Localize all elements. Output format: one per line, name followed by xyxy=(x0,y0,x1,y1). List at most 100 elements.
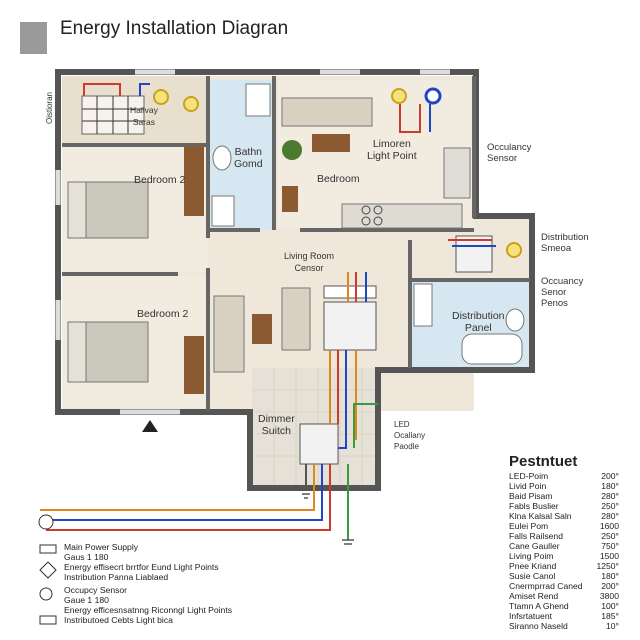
room-label-bedroom-right: Bedroom xyxy=(317,173,360,185)
parts-list-item-value: 200° xyxy=(601,581,619,591)
callout-led-occupancy: LED Ocallany Paodle xyxy=(394,420,426,451)
toilet-right-icon xyxy=(505,308,525,332)
distribution-icon xyxy=(39,615,57,625)
legend-instribution-1: Instribution Panna Liablaed xyxy=(64,572,169,582)
sofa-right xyxy=(281,287,311,351)
legend-main-power: Main Power Supply xyxy=(64,542,139,552)
parts-list-item-name: Pnee Kriand xyxy=(509,561,557,571)
parts-list-item-name: Living Poim xyxy=(509,551,554,561)
parts-list-item-value: 180° xyxy=(601,481,619,491)
parts-list-item-name: Cnermprrad Caned xyxy=(509,581,583,591)
inner-walls xyxy=(62,76,530,410)
parts-list-row: Siranno Naseld 10° xyxy=(509,621,619,631)
living-table xyxy=(252,314,272,344)
room-label-left-vertical: Oistioran xyxy=(45,92,54,125)
logo-square xyxy=(20,22,47,54)
fridge-icon xyxy=(443,147,471,199)
callout-distribution-sensor: Distribution Smeoa xyxy=(541,232,589,254)
parts-list-item-value: 280° xyxy=(601,491,619,501)
parts-list-row: Amiset Rend 3800 xyxy=(509,591,619,601)
parts-list-item-name: Falls Railsend xyxy=(509,531,563,541)
coffee-table xyxy=(312,134,350,152)
parts-list-item-name: Susie Canol xyxy=(509,571,556,581)
stove-burners xyxy=(361,205,383,226)
legend-occupancy: Occupcy Sensor xyxy=(64,585,128,595)
callout-occupancy-sensor-2: Occuancy Senor Penos xyxy=(541,276,584,309)
central-panel-top xyxy=(323,285,377,299)
parts-list-item-value: 1250° xyxy=(596,561,619,571)
sofa-top xyxy=(281,97,373,127)
parts-list-row: Ttamn A Ghend 100° xyxy=(509,601,619,611)
sink-icon xyxy=(245,83,271,117)
room-label-living: Living Room Censor xyxy=(284,251,335,273)
central-panel xyxy=(323,301,377,351)
bed-top xyxy=(67,146,204,239)
parts-list-row: Falls Railsend 250° xyxy=(509,531,619,541)
parts-list-item-value: 185° xyxy=(601,611,619,621)
vanity-icon xyxy=(413,283,433,327)
parts-list-item-value: 180° xyxy=(601,571,619,581)
shower-icon xyxy=(211,195,235,227)
parts-list-row: Infsrtatuent 185° xyxy=(509,611,619,621)
entrance-arrow-icon xyxy=(142,420,158,432)
side-table xyxy=(282,186,298,212)
legend-instribution-2: Instributoed Cebts Light bica xyxy=(64,615,173,625)
room-label-bath: Bathn Gomd xyxy=(234,146,263,170)
sofa-left xyxy=(213,295,245,373)
wiring xyxy=(40,83,496,540)
callout-occupancy-sensor: Occulancy Sensor xyxy=(487,142,532,164)
room-label-distribution: Distribution Panel xyxy=(452,310,505,334)
parts-list-item-value: 1600 xyxy=(599,521,619,531)
parts-list-item-name: Fabls Buslier xyxy=(509,501,559,511)
parts-list-item-value: 750° xyxy=(601,541,619,551)
light-point-icon xyxy=(39,561,57,579)
distribution-panel-box xyxy=(455,235,493,273)
parts-list-row: Baid Pisam 280° xyxy=(509,491,619,501)
parts-list-title: Pestntuet xyxy=(509,453,578,470)
parts-list-item-name: Ttamn A Ghend xyxy=(509,601,569,611)
power-supply-icon xyxy=(39,544,57,554)
room-label-bedroom-top: Bedroom 2 xyxy=(134,174,186,186)
legend-gaus-1: Gaus 1 180 xyxy=(64,552,109,562)
parts-list-item-name: LED-Poim xyxy=(509,471,549,481)
bathtub-icon xyxy=(461,333,523,365)
room-label-hallway: Hallvay Saras xyxy=(130,105,158,127)
parts-list-row: Cnermprrad Caned 200° xyxy=(509,581,619,591)
parts-list-item-name: Siranno Naseld xyxy=(509,621,568,631)
ground-icon xyxy=(300,489,354,545)
parts-list-row: Living Poim 1500 xyxy=(509,551,619,561)
room-label-kitchen-light: Limoren Light Point xyxy=(367,138,417,162)
legend-energy-1: Energy effisecrt brrtfor Eund Light Poin… xyxy=(64,562,219,572)
page-title: Energy Installation Diagran xyxy=(60,18,289,39)
windows xyxy=(55,69,450,415)
parts-list-item-value: 250° xyxy=(601,531,619,541)
parts-list-item-name: Amiset Rend xyxy=(509,591,559,601)
room-label-bedroom-bottom: Bedroom 2 xyxy=(137,308,189,320)
parts-list-item-name: Infsrtatuent xyxy=(509,611,552,621)
parts-list-item-value: 100° xyxy=(601,601,619,611)
hallway-grid xyxy=(82,96,144,134)
parts-list-item-name: Baid Pisam xyxy=(509,491,553,501)
parts-list-item-value: 1500 xyxy=(599,551,619,561)
parts-list-item-name: Livid Poin xyxy=(509,481,547,491)
light-fixtures xyxy=(153,88,522,258)
plant-icon xyxy=(282,140,302,160)
parts-list-row: Pnee Kriand 1250° xyxy=(509,561,619,571)
bed-bottom xyxy=(67,321,204,394)
parts-list-item-value: 280° xyxy=(601,511,619,521)
parts-list-row: Klna Kalsal Saln 280° xyxy=(509,511,619,521)
room-label-dimmer: Dimmer Suitch xyxy=(258,413,295,437)
blue-sensor-icon xyxy=(424,87,442,105)
parts-list-item-value: 3800 xyxy=(599,591,619,601)
occupancy-sensor-icon xyxy=(39,587,53,601)
parts-list-row: Livid Poin 180° xyxy=(509,481,619,491)
parts-list-item-name: Klna Kalsal Saln xyxy=(509,511,572,521)
parts-list-item-value: 10° xyxy=(606,621,619,631)
toilet-icon xyxy=(212,145,232,171)
legend-gaus-2: Gaue 1 180 xyxy=(64,595,109,605)
